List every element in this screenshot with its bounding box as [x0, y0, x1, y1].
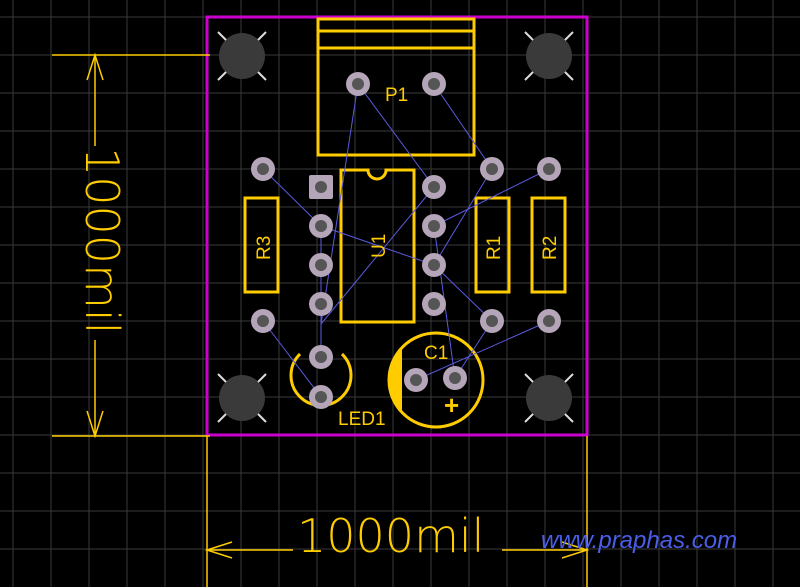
label-r1: R1 — [484, 236, 505, 260]
dimension-height-label: 1000mil — [75, 147, 129, 334]
pad — [251, 157, 275, 181]
r1-outline — [474, 196, 511, 294]
r3-outline — [243, 196, 280, 294]
label-u1: U1 — [369, 234, 390, 258]
p1-outline — [316, 17, 476, 157]
pad — [309, 385, 333, 409]
pad — [422, 175, 446, 199]
pad — [537, 309, 561, 333]
pad — [422, 214, 446, 238]
dimension-width — [204, 436, 590, 587]
pad — [346, 72, 370, 96]
label-r2: R2 — [540, 236, 561, 260]
u1-outline — [339, 168, 416, 324]
board-outline — [205, 15, 589, 437]
pad — [309, 253, 333, 277]
pads — [251, 72, 561, 409]
watermark: www.praphas.com — [541, 527, 737, 554]
pad — [309, 214, 333, 238]
pad — [309, 292, 333, 316]
label-c1: C1 — [424, 343, 448, 364]
pad-square — [309, 175, 333, 199]
mounting-hole — [524, 31, 574, 81]
c1-outline — [387, 331, 485, 429]
dimension-height — [52, 52, 210, 439]
pad — [537, 157, 561, 181]
silkscreen — [243, 17, 567, 429]
label-c1-polarity: + — [444, 390, 459, 420]
pad — [422, 253, 446, 277]
r2-outline — [530, 196, 567, 294]
pad — [422, 72, 446, 96]
mounting-hole — [217, 373, 267, 423]
pad — [480, 309, 504, 333]
mounting-hole — [524, 373, 574, 423]
pad — [443, 366, 467, 390]
label-p1: P1 — [385, 85, 408, 106]
label-r3: R3 — [254, 236, 275, 260]
mounting-holes — [217, 31, 574, 423]
pad — [309, 345, 333, 369]
pad — [422, 292, 446, 316]
dimension-width-label: 1000mil — [297, 509, 484, 563]
pad — [251, 309, 275, 333]
mounting-hole — [217, 31, 267, 81]
pad — [404, 368, 428, 392]
component-labels: P1 U1 R3 R1 R2 C1 + LED1 — [254, 85, 561, 430]
label-led1: LED1 — [338, 409, 386, 430]
pad — [480, 157, 504, 181]
